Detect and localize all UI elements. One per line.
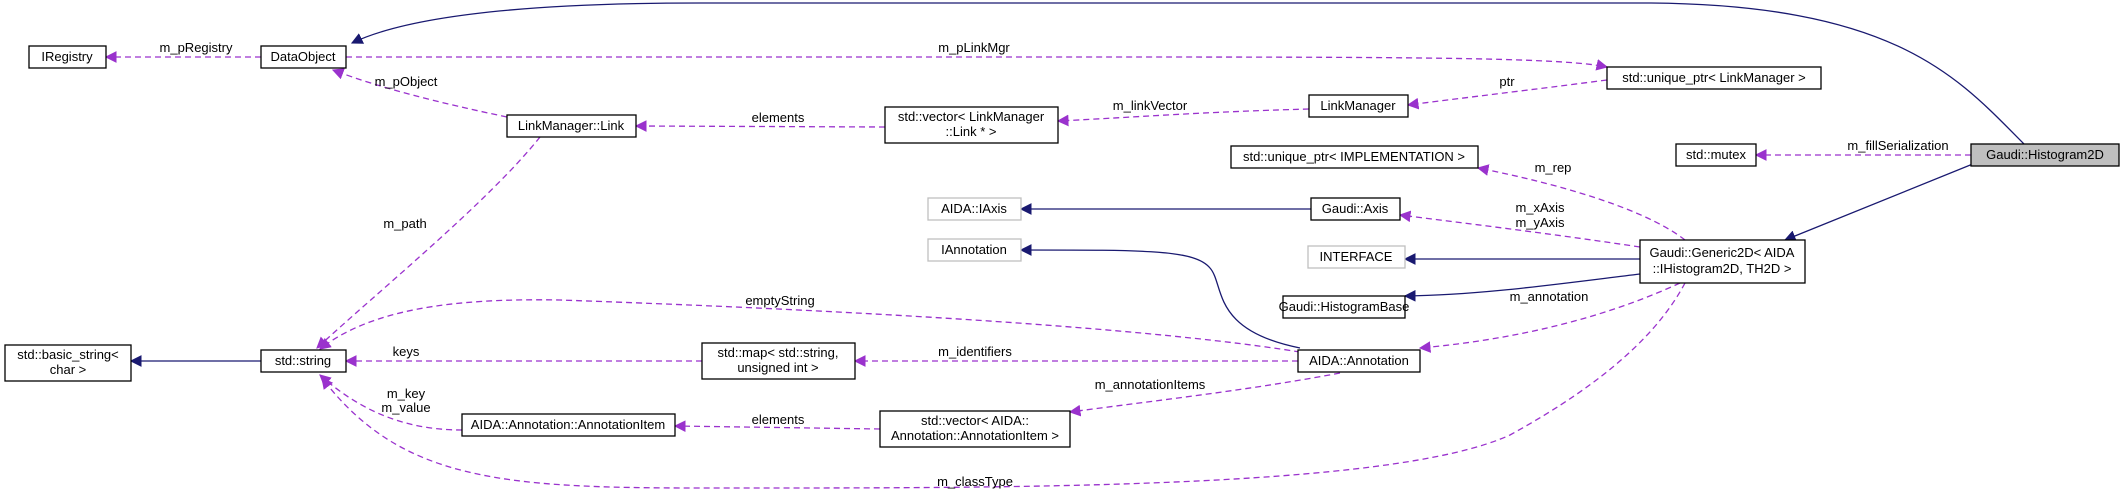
edge-label-elements-link: elements: [752, 110, 805, 125]
edge-label-elements-items: elements: [752, 412, 805, 427]
node-vector-linkmanager-link[interactable]: std::vector< LinkManager::Link * >: [884, 106, 1059, 144]
node-vector-annotation-items[interactable]: std::vector< AIDA::Annotation::Annotatio…: [879, 410, 1071, 448]
svg-text:std::map< std::string,unsigned: std::map< std::string,unsigned int >: [717, 345, 838, 375]
edge-elements-link: [634, 120, 886, 132]
edge-m-linkvector: [1056, 108, 1310, 127]
svg-text:AIDA::Annotation: AIDA::Annotation: [1309, 353, 1409, 368]
node-interface[interactable]: INTERFACE: [1307, 245, 1406, 269]
edge-label-m-path: m_path: [383, 216, 426, 231]
svg-text:std::vector< AIDA::Annotation:: std::vector< AIDA::Annotation::Annotatio…: [891, 413, 1059, 443]
edge-m-pobject: [331, 68, 508, 118]
svg-text:Gaudi::Generic2D< AIDA::IHisto: Gaudi::Generic2D< AIDA::IHistogram2D, TH…: [1650, 245, 1795, 276]
svg-text:std::basic_string<char >: std::basic_string<char >: [17, 347, 119, 377]
edge-aida-annotation-to-iannotation: [1019, 244, 1301, 349]
node-linkmanager[interactable]: LinkManager: [1308, 94, 1409, 118]
node-unique-ptr-linkmanager[interactable]: std::unique_ptr< LinkManager >: [1606, 66, 1822, 90]
svg-text:Gaudi::Histogram2D: Gaudi::Histogram2D: [1986, 147, 2104, 162]
edge-m-annotation: [1418, 282, 1681, 353]
node-gaudi-generic2d[interactable]: Gaudi::Generic2D< AIDA::IHistogram2D, TH…: [1639, 239, 1806, 284]
edge-m-annotationitems: [1068, 372, 1341, 417]
node-gaudi-histogrambase[interactable]: Gaudi::HistogramBase: [1279, 295, 1410, 319]
edge-label-keys: keys: [393, 344, 420, 359]
node-aida-annotation[interactable]: AIDA::Annotation: [1297, 349, 1421, 373]
edge-m-key-value: [319, 374, 463, 431]
node-basic-string[interactable]: std::basic_string<char >: [4, 344, 132, 382]
svg-text:Gaudi::Axis: Gaudi::Axis: [1322, 201, 1389, 216]
edge-label-ptr: ptr: [1499, 74, 1515, 89]
svg-text:LinkManager: LinkManager: [1320, 98, 1396, 113]
edge-label-emptystring: emptyString: [745, 293, 814, 308]
edge-emptystring: [319, 299, 1301, 353]
svg-text:Gaudi::HistogramBase: Gaudi::HistogramBase: [1279, 299, 1410, 314]
node-linkmanager-link[interactable]: LinkManager::Link: [506, 114, 637, 138]
edge-m-plinkmgr: [346, 56, 1609, 71]
edge-label-m-annotation: m_annotation: [1510, 289, 1589, 304]
node-unique-ptr-implementation[interactable]: std::unique_ptr< IMPLEMENTATION >: [1230, 145, 1479, 169]
node-aida-iaxis[interactable]: AIDA::IAxis: [927, 197, 1022, 221]
node-iregistry[interactable]: IRegistry: [28, 45, 107, 69]
svg-text:IAnnotation: IAnnotation: [941, 242, 1007, 257]
svg-text:AIDA::IAxis: AIDA::IAxis: [941, 201, 1007, 216]
edge-label-m-annotationitems: m_annotationItems: [1095, 377, 1206, 392]
svg-text:LinkManager::Link: LinkManager::Link: [518, 118, 625, 133]
svg-text:INTERFACE: INTERFACE: [1320, 249, 1393, 264]
node-annotation-item[interactable]: AIDA::Annotation::AnnotationItem: [461, 413, 676, 437]
node-std-string[interactable]: std::string: [260, 349, 347, 373]
svg-text:std::string: std::string: [275, 353, 331, 368]
edge-label-m-identifiers: m_identifiers: [938, 344, 1012, 359]
edge-generic2d-to-histogrambase: [1403, 273, 1641, 302]
edge-histogram2d-to-generic2d: [1783, 154, 1996, 242]
edge-ptr: [1406, 79, 1608, 110]
node-std-mutex[interactable]: std::mutex: [1675, 143, 1757, 167]
edge-m-path: [316, 136, 541, 349]
edge-label-m-fillserialization: m_fillSerialization: [1847, 138, 1948, 153]
node-dataobject[interactable]: DataObject: [260, 45, 347, 69]
edge-label-m-pregistry: m_pRegistry: [160, 40, 233, 55]
edge-label-m-pobject: m_pObject: [375, 74, 438, 89]
edge-m-classtype: [321, 282, 1686, 489]
node-gaudi-axis[interactable]: Gaudi::Axis: [1310, 197, 1401, 221]
svg-text:std::unique_ptr< IMPLEMENTATIO: std::unique_ptr< IMPLEMENTATION >: [1243, 149, 1465, 164]
edge-histogram2d-to-dataobject: [350, 2, 2026, 146]
node-iannotation[interactable]: IAnnotation: [927, 238, 1022, 262]
svg-text:IRegistry: IRegistry: [41, 49, 93, 64]
edge-label-m-rep: m_rep: [1535, 160, 1572, 175]
svg-text:DataObject: DataObject: [270, 49, 335, 64]
node-map-identifiers[interactable]: std::map< std::string,unsigned int >: [701, 342, 856, 380]
svg-text:AIDA::Annotation::AnnotationIt: AIDA::Annotation::AnnotationItem: [471, 417, 665, 432]
edge-m-rep: [1476, 164, 1686, 241]
svg-text:std::mutex: std::mutex: [1686, 147, 1746, 162]
node-gaudi-histogram2d[interactable]: Gaudi::Histogram2D: [1970, 143, 2120, 167]
svg-text:std::vector< LinkManager::Link: std::vector< LinkManager::Link * >: [898, 109, 1045, 139]
edge-label-m-classtype: m_classType: [937, 474, 1013, 489]
edge-m-axis: [1398, 210, 1641, 248]
edge-label-m-linkvector: m_linkVector: [1113, 98, 1188, 113]
svg-text:std::unique_ptr< LinkManager >: std::unique_ptr< LinkManager >: [1622, 70, 1806, 85]
edge-elements-items: [673, 420, 881, 433]
edge-label-m-plinkmgr: m_pLinkMgr: [938, 40, 1010, 55]
